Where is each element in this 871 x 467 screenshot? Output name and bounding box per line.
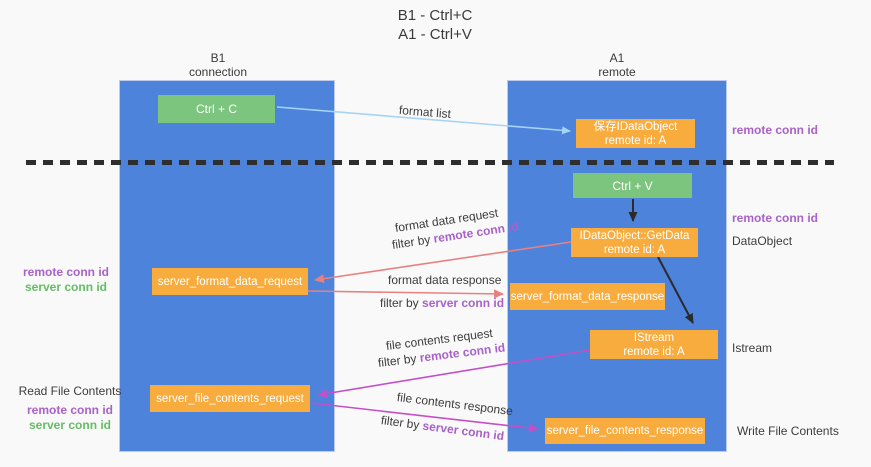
lane-header-a1: A1 remote xyxy=(557,51,677,79)
lane-header-b1: B1 connection xyxy=(158,51,278,79)
node-server-format-data-response: server_format_data_response xyxy=(510,283,665,310)
right-label-write-file-contents: Write File Contents xyxy=(737,424,839,438)
node-server-format-data-request: server_format_data_request xyxy=(152,268,308,295)
label-format-data-response: format data response xyxy=(388,273,502,287)
lane-b1-subtitle: connection xyxy=(188,65,248,79)
server-conn-id-text: server conn id xyxy=(422,296,505,310)
node-save-idataobject-line2: remote id: A xyxy=(604,134,667,147)
left-label-server-conn-id-1: server conn id xyxy=(24,280,108,294)
node-getdata-line1: IDataObject::GetData xyxy=(579,229,690,242)
node-save-idataobject-line1: 保存IDataObject xyxy=(593,120,678,133)
lane-b1-name: B1 xyxy=(210,51,226,65)
node-istream: IStream remote id: A xyxy=(590,330,718,359)
node-istream-line2: remote id: A xyxy=(623,345,685,358)
right-label-istream: Istream xyxy=(732,341,773,355)
node-ctrl-c-label: Ctrl + C xyxy=(195,102,237,116)
node-save-idataobject: 保存IDataObject remote id: A xyxy=(576,119,695,148)
node-server-file-contents-response: server_file_contents_response xyxy=(545,418,705,444)
left-label-read-file-contents: Read File Contents xyxy=(18,384,122,398)
node-file-response-label: server_file_contents_response xyxy=(546,425,704,437)
dashed-separator-line xyxy=(26,160,834,165)
node-server-file-contents-request: server_file_contents_request xyxy=(150,385,310,412)
node-ctrl-v: Ctrl + V xyxy=(573,173,692,198)
left-label-server-conn-id-2: server conn id xyxy=(28,418,112,432)
node-format-response-label: server_format_data_response xyxy=(510,290,665,303)
label-file-contents-response-filter: filter by server conn id xyxy=(380,413,505,443)
lane-a1-name: A1 xyxy=(609,51,625,65)
label-format-data-response-filter: filter by server conn id xyxy=(380,296,504,310)
node-ctrl-v-label: Ctrl + V xyxy=(612,178,653,193)
right-label-remote-conn-id-mid: remote conn id xyxy=(732,211,819,225)
server-conn-id-text: server conn id xyxy=(421,418,505,444)
filter-by-text: filter by xyxy=(380,413,424,433)
title-line-1: B1 - Ctrl+C xyxy=(397,7,473,24)
right-label-dataobject: DataObject xyxy=(732,234,793,248)
node-file-request-label: server_file_contents_request xyxy=(156,392,304,405)
label-file-contents-response: file contents response xyxy=(396,390,514,419)
filter-by-text: filter by xyxy=(380,296,423,310)
left-label-remote-conn-id-1: remote conn id xyxy=(22,265,109,279)
label-format-list: format list xyxy=(398,103,452,122)
filter-by-text: filter by xyxy=(377,350,421,370)
right-label-remote-conn-id-top: remote conn id xyxy=(732,123,819,137)
left-label-remote-conn-id-2: remote conn id xyxy=(26,403,113,417)
diagram-title: B1 - Ctrl+C A1 - Ctrl+V xyxy=(300,6,570,44)
node-format-request-label: server_format_data_request xyxy=(157,275,303,288)
node-getdata-line2: remote id: A xyxy=(603,243,666,256)
edge-format-data-response xyxy=(307,289,504,299)
title-line-2: A1 - Ctrl+V xyxy=(398,26,472,43)
node-idataobject-getdata: IDataObject::GetData remote id: A xyxy=(571,228,698,257)
node-istream-line1: IStream xyxy=(633,331,675,344)
filter-by-text: filter by xyxy=(390,231,435,252)
node-ctrl-c: Ctrl + C xyxy=(158,95,275,123)
lane-a1-subtitle: remote xyxy=(598,65,636,79)
